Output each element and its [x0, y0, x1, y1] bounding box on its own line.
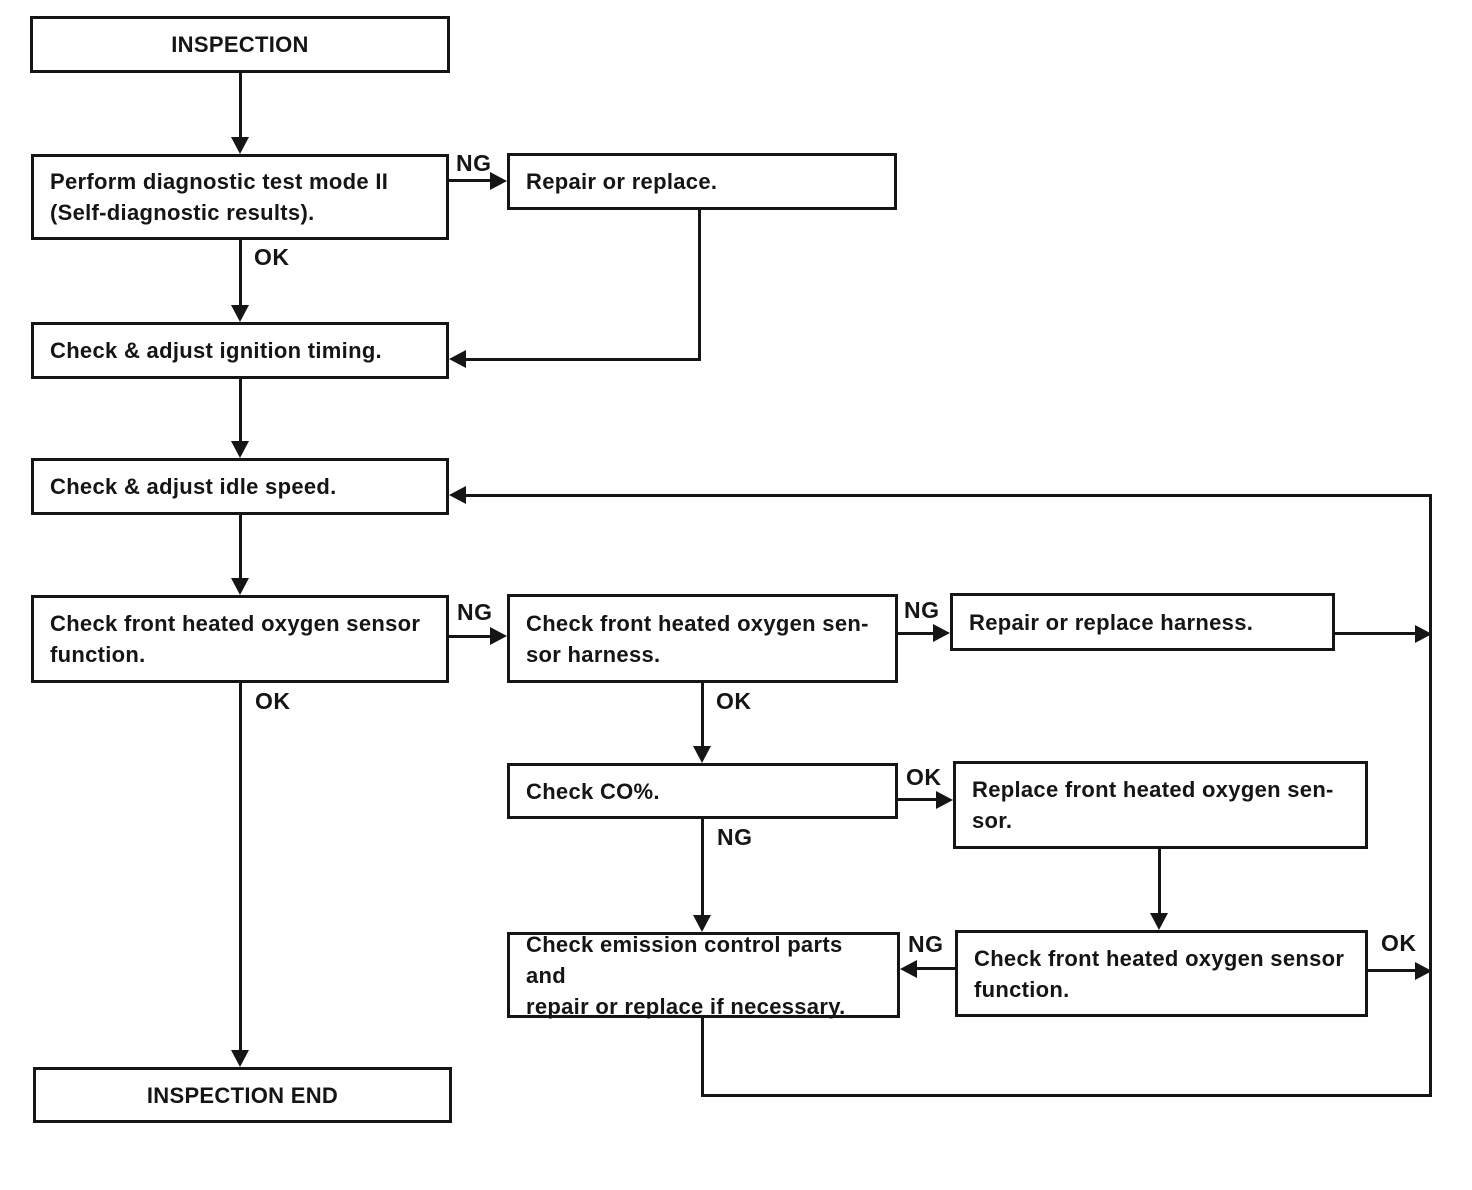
node-check-co-label: Check CO%. — [526, 778, 660, 804]
edge-feedback-rail — [1429, 494, 1432, 1097]
node-ignition-timing-label: Check & adjust ignition timing. — [50, 338, 382, 363]
edge-o2fn2-ok — [1368, 969, 1419, 972]
edge-inspection-to-diag — [239, 73, 242, 140]
arrowhead-into-idle-side — [449, 486, 466, 504]
node-ignition-timing: Check & adjust ignition timing. — [31, 322, 449, 379]
edge-label-ng-5: NG — [908, 931, 944, 957]
node-inspection: INSPECTION — [30, 16, 450, 73]
arrowhead-into-rail-mid — [1415, 962, 1432, 980]
arrowhead-into-emission — [693, 915, 711, 932]
edge-label-ng-4: NG — [717, 824, 753, 850]
edge-label-ng-2: NG — [457, 599, 493, 625]
node-inspection-end-label: INSPECTION END — [146, 1082, 339, 1108]
edge-bottom-return — [701, 1094, 1432, 1097]
edge-label-ok-4: OK — [906, 764, 942, 790]
node-replace-o2-sensor-label: Replace front heated oxygen sen- sor. — [972, 777, 1334, 833]
node-emission-parts-label: Check emission control parts and repair … — [526, 931, 846, 1019]
arrowhead-into-o2fn1 — [231, 578, 249, 595]
edge-o2fn1-ok — [239, 683, 242, 1053]
node-emission-parts: Check emission control parts and repair … — [507, 932, 900, 1019]
arrowhead-into-harness — [490, 627, 507, 645]
arrowhead-into-inspection-end — [231, 1050, 249, 1067]
edge-harness-ng — [898, 632, 938, 635]
edge-diag-ok — [239, 240, 242, 308]
node-repair-or-replace-label: Repair or replace. — [526, 169, 718, 194]
arrowhead-into-ignition — [231, 305, 249, 322]
node-o2-sensor-function-1: Check front heated oxygen sensor functio… — [31, 595, 449, 683]
edge-diag-ng — [449, 179, 494, 182]
arrowhead-into-repair-harness — [933, 624, 950, 642]
node-repair-or-replace: Repair or replace. — [507, 153, 897, 210]
node-o2-sensor-harness: Check front heated oxygen sen- sor harne… — [507, 594, 898, 683]
edge-o2fn2-ng — [914, 967, 955, 970]
node-perform-diagnostic-test: Perform diagnostic test mode II (Self-di… — [31, 154, 449, 240]
edge-label-ok-5: OK — [1381, 930, 1417, 956]
node-o2-sensor-harness-label: Check front heated oxygen sen- sor harne… — [526, 610, 869, 667]
edge-feedback-top — [463, 494, 1432, 497]
edge-emission-down — [701, 1018, 704, 1097]
node-replace-o2-sensor: Replace front heated oxygen sen- sor. — [953, 761, 1368, 849]
edge-label-ng-3: NG — [904, 597, 940, 623]
edge-ignition-to-idle — [239, 379, 242, 444]
edge-co-ok — [898, 798, 940, 801]
arrowhead-into-diag — [231, 137, 249, 154]
edge-repair-down — [698, 210, 701, 361]
arrowhead-into-repair-or-replace — [490, 172, 507, 190]
edge-label-ok-1: OK — [254, 244, 290, 270]
edge-label-ok-3: OK — [716, 688, 752, 714]
edge-co-ng — [701, 819, 704, 919]
node-o2-sensor-function-2-label: Check front heated oxygen sensor functio… — [974, 945, 1345, 1002]
arrowhead-into-check-co — [693, 746, 711, 763]
node-o2-sensor-function-2: Check front heated oxygen sensor functio… — [955, 930, 1368, 1017]
node-repair-harness: Repair or replace harness. — [950, 593, 1335, 651]
arrowhead-into-emission-side — [900, 960, 917, 978]
node-idle-speed-label: Check & adjust idle speed. — [50, 474, 337, 499]
node-o2-sensor-function-1-label: Check front heated oxygen sensor functio… — [50, 611, 421, 667]
edge-label-ok-2: OK — [255, 688, 291, 714]
node-perform-diagnostic-test-label: Perform diagnostic test mode II (Self-di… — [50, 169, 389, 225]
edge-repair-to-ignition — [464, 358, 701, 361]
arrowhead-into-ignition-side — [449, 350, 466, 368]
edge-idle-to-o2fn1 — [239, 514, 242, 581]
edge-o2fn1-ng — [449, 635, 494, 638]
node-inspection-label: INSPECTION — [171, 32, 309, 57]
edge-repair-harness-to-rail — [1335, 632, 1419, 635]
edge-harness-ok — [701, 683, 704, 749]
node-repair-harness-label: Repair or replace harness. — [969, 609, 1254, 635]
arrowhead-into-o2fn2 — [1150, 913, 1168, 930]
arrowhead-into-rail-top — [1415, 625, 1432, 643]
node-check-co: Check CO%. — [507, 763, 898, 819]
node-idle-speed: Check & adjust idle speed. — [31, 458, 449, 515]
arrowhead-into-idle — [231, 441, 249, 458]
edge-label-ng-1: NG — [456, 150, 492, 176]
edge-replace-to-o2fn2 — [1158, 849, 1161, 916]
node-inspection-end: INSPECTION END — [33, 1067, 452, 1123]
arrowhead-into-replace-o2 — [936, 791, 953, 809]
